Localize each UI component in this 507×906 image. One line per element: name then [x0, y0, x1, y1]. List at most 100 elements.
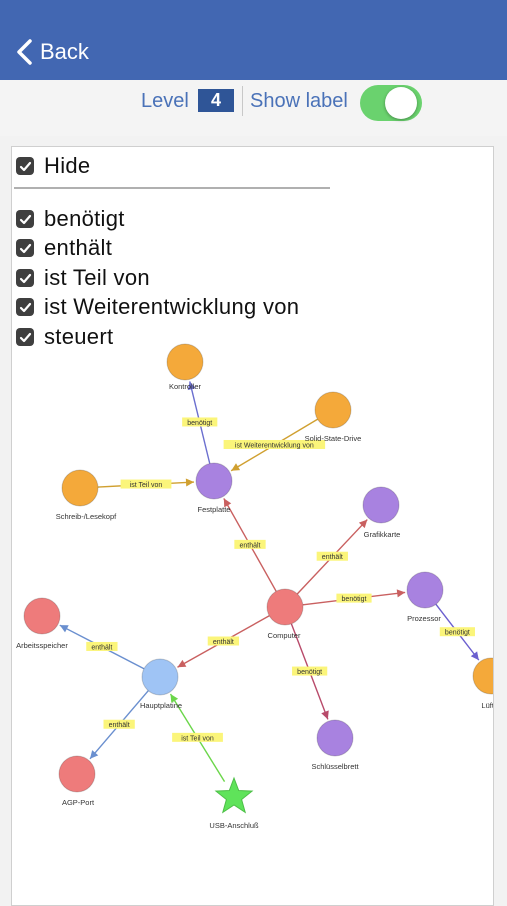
checkbox-checked-icon[interactable]: [16, 328, 34, 346]
node-label: Festplatte: [198, 505, 231, 514]
toolbar: [0, 80, 507, 136]
toggle-knob[interactable]: [385, 87, 417, 119]
node-label: USB-Anschluß: [209, 821, 259, 830]
edge-label: enthält: [213, 639, 234, 646]
relation-checkbox-steuert[interactable]: steuert: [16, 324, 113, 350]
graph-edge: enthält: [296, 519, 368, 595]
graph-edge: ist Teil von: [97, 478, 195, 489]
relation-checkbox-weiterentwicklung[interactable]: ist Weiterentwicklung von: [16, 294, 299, 320]
circle-node-icon[interactable]: [58, 755, 96, 793]
graph-edge: ist Teil von: [169, 693, 226, 783]
circle-node-icon[interactable]: [362, 486, 400, 524]
node-label: Kontroller: [169, 382, 202, 391]
circle-node-icon[interactable]: [266, 588, 304, 626]
graph-node-computer[interactable]: Computer: [266, 588, 304, 640]
level-value-field[interactable]: 4: [198, 89, 234, 112]
circle-node-icon[interactable]: [61, 469, 99, 507]
graph-node-prozessor[interactable]: Prozessor: [406, 571, 444, 623]
circle-node-icon[interactable]: [23, 597, 61, 635]
edge-label: ist Teil von: [181, 735, 214, 742]
back-button[interactable]: Back: [14, 37, 89, 67]
back-label: Back: [40, 39, 89, 64]
star-node-icon[interactable]: [214, 776, 254, 814]
relation-label: benötigt: [44, 206, 125, 231]
edge-label-background: [103, 719, 135, 729]
graph-edge: ist Weiterentwicklung von: [223, 418, 326, 472]
graph-node-schluesselbrett[interactable]: Schlüsselbrett: [311, 719, 359, 771]
edge-label-background: [316, 551, 348, 561]
graph-node-usb[interactable]: USB-Anschluß: [209, 776, 259, 830]
edge-label-background: [439, 627, 475, 637]
circle-node-icon[interactable]: [472, 657, 507, 695]
edge-label-background: [234, 539, 266, 549]
graph-node-kontroller[interactable]: Kontroller: [166, 343, 204, 391]
relation-checkbox-benoetigt[interactable]: benötigt: [16, 206, 125, 232]
relation-label: enthält: [44, 235, 113, 260]
circle-node-icon[interactable]: [314, 391, 352, 429]
node-label: Grafikkarte: [364, 530, 401, 539]
node-label: Schreib-/Lesekopf: [56, 512, 117, 521]
graph-edge: benötigt: [435, 603, 480, 661]
level-label: Level: [141, 90, 189, 112]
graph-edge: benötigt: [182, 381, 218, 464]
navigation-bar: [0, 0, 507, 80]
chevron-left-icon: [17, 39, 32, 65]
checkbox-checked-icon[interactable]: [16, 239, 34, 257]
graph-node-hauptplatine[interactable]: Hauptplatine: [140, 658, 182, 710]
network-graph[interactable]: benötigt ist Weiterentwicklung von ist Tei…: [0, 340, 507, 900]
relation-checkbox-ist-teil-von[interactable]: ist Teil von: [16, 265, 150, 291]
graph-node-grafikkarte[interactable]: Grafikkarte: [362, 486, 401, 539]
graph-node-arbeitsspeicher[interactable]: Arbeitsspeicher: [16, 597, 68, 650]
edge-label: benötigt: [342, 596, 367, 603]
node-label: Hauptplatine: [140, 701, 182, 710]
edge-label: benötigt: [445, 630, 470, 637]
node-label: Lüfter: [481, 701, 501, 710]
node-label: Arbeitsspeicher: [16, 641, 68, 650]
toolbar-separator: [242, 86, 243, 116]
edge-label-background: [172, 732, 223, 742]
edge-label-background: [207, 636, 240, 646]
node-label: Solid-State-Drive: [305, 434, 362, 443]
edge-label: enthält: [91, 644, 112, 651]
graph-node-agp[interactable]: AGP-Port: [58, 755, 96, 807]
hide-label: Hide: [44, 153, 91, 178]
show-label-text: Show label: [250, 90, 348, 112]
graph-edge: enthält: [89, 690, 149, 760]
node-label: Prozessor: [407, 614, 441, 623]
edge-label-background: [182, 417, 218, 427]
graph-node-luefter[interactable]: Lüfter: [472, 657, 507, 710]
relation-label: ist Teil von: [44, 265, 150, 290]
edge-label-background: [86, 641, 118, 651]
circle-node-icon[interactable]: [406, 571, 444, 609]
graph-node-festplatte[interactable]: Festplatte: [195, 462, 233, 514]
relation-checkbox-enthaelt[interactable]: enthält: [16, 235, 112, 261]
checkbox-checked-icon[interactable]: [16, 210, 34, 228]
node-label: Schlüsselbrett: [311, 762, 359, 771]
circle-node-icon[interactable]: [316, 719, 354, 757]
edge-label: ist Weiterentwicklung von: [235, 442, 314, 449]
checkbox-checked-icon[interactable]: [16, 269, 34, 287]
circle-node-icon[interactable]: [195, 462, 233, 500]
graph-node-ssd[interactable]: Solid-State-Drive: [305, 391, 362, 443]
edge-label-background: [223, 439, 326, 449]
edge-label: benötigt: [297, 669, 322, 676]
edge-label: enthält: [109, 722, 130, 729]
node-label: Computer: [268, 631, 301, 640]
edge-label: enthält: [239, 542, 260, 549]
graph-edge: benötigt: [302, 589, 406, 606]
graph-node-schreib[interactable]: Schreib-/Lesekopf: [56, 469, 117, 521]
edge-label: ist Teil von: [130, 482, 163, 489]
relation-label: steuert: [44, 324, 114, 349]
edge-label: benötigt: [187, 420, 212, 427]
graph-edge: enthält: [59, 624, 145, 670]
node-label: AGP-Port: [62, 798, 95, 807]
edge-label-background: [120, 479, 172, 489]
circle-node-icon[interactable]: [166, 343, 204, 381]
edge-label-background: [336, 593, 372, 603]
hide-checkbox-row[interactable]: Hide: [16, 153, 90, 179]
edge-label-background: [292, 666, 328, 676]
checkbox-checked-icon[interactable]: [16, 157, 34, 175]
graph-edge: enthält: [177, 615, 270, 668]
circle-node-icon[interactable]: [141, 658, 179, 696]
checkbox-checked-icon[interactable]: [16, 298, 34, 316]
